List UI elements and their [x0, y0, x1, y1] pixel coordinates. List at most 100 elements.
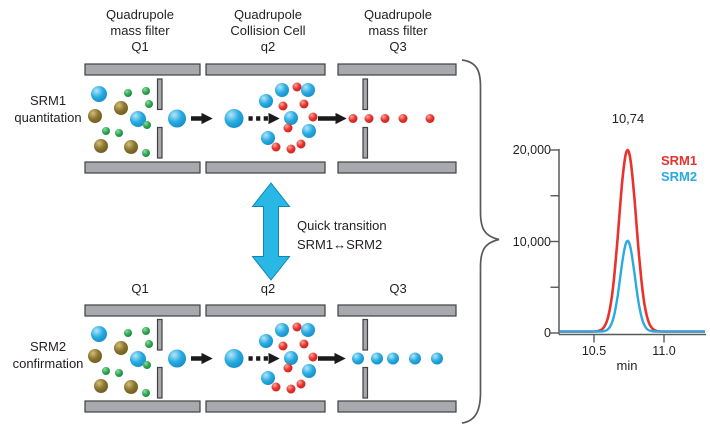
chamber-rail-bottom: [205, 161, 326, 174]
brace-icon: [461, 59, 500, 424]
y-tick-label-20000: 20,000: [512, 143, 551, 157]
row-label-srm2-line2: confirmation: [12, 356, 84, 371]
q1-selected-precursor-bottom: [168, 349, 186, 368]
ion-sphere-b: [168, 349, 186, 368]
ion-sphere-r: [286, 384, 296, 394]
ion-sphere-b: [409, 352, 421, 365]
ion-sphere-r: [425, 114, 435, 123]
chamber-q3-top: [337, 63, 457, 174]
ion-sphere-b: [259, 334, 273, 348]
q2-fragment-cluster-bottom: [259, 322, 318, 394]
column-header-q2: Quadrupole Collision Cell q2: [198, 7, 338, 55]
ion-sphere-r: [292, 322, 302, 332]
slit-lower: [362, 126, 369, 159]
ion-sphere-g: [142, 149, 150, 157]
ion-sphere-r: [278, 101, 288, 111]
chamber-rail-top: [205, 304, 326, 317]
ion-sphere-b: [130, 111, 146, 127]
chamber-rail-bottom: [205, 400, 326, 413]
chamber-rail-top: [337, 304, 457, 317]
row-label-srm1: SRM1 quantitation: [0, 92, 96, 126]
row-label-srm2-line1: SRM2: [29, 339, 67, 354]
ion-sphere-r: [283, 123, 293, 133]
ion-sphere-b: [302, 124, 316, 138]
chamber-q1-bottom: [84, 304, 201, 413]
ion-sphere-b: [275, 83, 289, 97]
chamber-rail-top: [205, 63, 326, 76]
q1-selected-precursor-top: [168, 109, 186, 128]
chamber-rail-bottom: [84, 400, 201, 413]
ion-sphere-b: [224, 349, 244, 368]
ion-sphere-g: [145, 340, 153, 348]
ion-sphere-r: [398, 114, 408, 123]
q1-ion-mixture-bottom: [88, 326, 153, 397]
bottom-label-q1: Q1: [131, 281, 149, 296]
q3-selected-fragments-top: [348, 114, 435, 123]
chamber-rail-bottom: [337, 400, 457, 413]
chamber-q3-bottom: [337, 304, 457, 413]
ion-sphere-b: [91, 86, 107, 102]
chamber-q2-bottom: [205, 304, 326, 413]
ion-sphere-g: [124, 89, 132, 97]
ion-sphere-g: [142, 389, 150, 397]
bottom-label-q3: Q3: [389, 281, 407, 296]
ion-sphere-r: [271, 142, 281, 152]
ion-sphere-b: [431, 352, 443, 365]
ion-sphere-g: [143, 361, 151, 369]
chromatogram-curves: [559, 148, 706, 333]
ion-sphere-r: [296, 379, 306, 389]
column-header-q3-line2: mass filter: [368, 23, 428, 38]
x-tick-label-10-5: 10.5: [581, 344, 607, 358]
ion-sphere-o: [114, 341, 128, 355]
ion-sphere-b: [387, 352, 399, 365]
ion-sphere-o: [124, 140, 138, 154]
ion-sphere-r: [278, 341, 288, 351]
row-label-srm1-line2: quantitation: [14, 110, 82, 125]
ion-sphere-r: [348, 114, 358, 123]
ion-sphere-r: [292, 82, 302, 92]
ion-sphere-b: [284, 111, 298, 125]
chamber-rail-top: [84, 63, 201, 76]
ion-sphere-b: [301, 83, 315, 97]
ion-sphere-b: [224, 109, 244, 128]
bottom-label-q2: q2: [260, 281, 276, 296]
column-header-q2-line3: q2: [260, 39, 276, 54]
column-header-q2-line2: Collision Cell: [230, 23, 306, 38]
ion-sphere-g: [115, 369, 123, 377]
q2-precursor-ion-bottom: [224, 349, 244, 368]
transition-double-arrow-icon: [251, 182, 291, 281]
ion-sphere-r: [299, 99, 309, 109]
ion-sphere-b: [168, 109, 186, 128]
ion-sphere-g: [102, 127, 110, 135]
ion-sphere-o: [94, 379, 108, 393]
column-header-q1-line1: Quadrupole: [106, 7, 174, 22]
retention-time-label: 10,74: [611, 111, 645, 126]
chamber-rail-bottom: [84, 161, 201, 174]
column-header-q3-line1: Quadrupole: [364, 7, 432, 22]
ion-sphere-r: [308, 112, 318, 122]
ion-sphere-r: [286, 144, 296, 154]
slit-upper: [156, 78, 163, 111]
ion-sphere-r: [271, 382, 281, 392]
ion-sphere-o: [124, 380, 138, 394]
slit-upper: [156, 318, 163, 351]
x-tick-label-11-0: 11.0: [652, 344, 676, 358]
chamber-q2-top: [205, 63, 326, 174]
ion-sphere-r: [364, 114, 374, 123]
ion-sphere-g: [124, 329, 132, 337]
slit-lower: [156, 366, 163, 399]
ion-sphere-r: [283, 363, 293, 373]
q1-ion-mixture-top: [88, 86, 153, 157]
column-header-q1-line3: Q1: [131, 39, 149, 54]
ion-sphere-b: [371, 352, 383, 365]
ion-sphere-g: [102, 367, 110, 375]
slit-lower: [156, 126, 163, 159]
x-axis-label-min: min: [616, 358, 638, 373]
ion-sphere-b: [284, 351, 298, 365]
ion-sphere-o: [88, 109, 102, 123]
chamber-rail-top: [84, 304, 201, 317]
y-tick-label-0: 0: [544, 326, 551, 340]
ion-sphere-g: [143, 121, 151, 129]
ion-sphere-r: [296, 139, 306, 149]
column-header-q1-line2: mass filter: [110, 23, 170, 38]
